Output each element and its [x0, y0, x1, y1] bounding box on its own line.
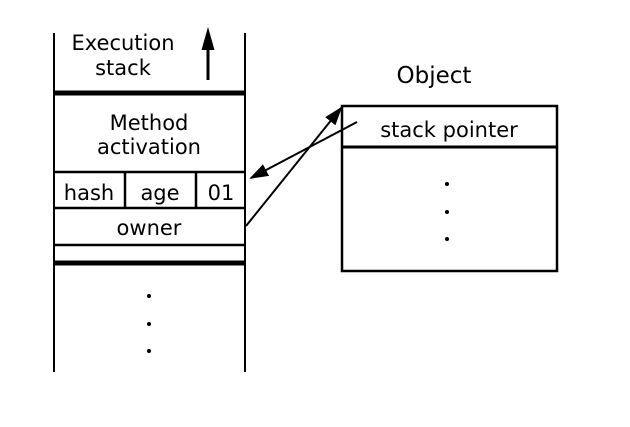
- stack-title-line1: Execution: [71, 31, 174, 55]
- stack-title-line2: stack: [95, 56, 152, 80]
- stack-pointer-to-frame-arrow: [249, 121, 358, 179]
- method-activation-line1: Method: [110, 111, 189, 135]
- ellipsis-dot: [147, 322, 151, 326]
- stack-pointer-cell: stack pointer: [380, 118, 518, 142]
- method-activation-line2: activation: [97, 135, 201, 159]
- up-arrow-icon: [201, 27, 215, 80]
- ellipsis-dot: [445, 210, 449, 214]
- owner-cell: owner: [117, 216, 182, 240]
- owner-to-object-arrow: [245, 106, 343, 227]
- object-outline: [340, 104, 559, 273]
- object-vertical-ellipsis: [445, 182, 449, 241]
- object-title: Object: [397, 63, 472, 89]
- ellipsis-dot: [147, 349, 151, 353]
- mark-bits-cell: 01: [208, 181, 235, 205]
- stack-vertical-ellipsis: [147, 294, 151, 353]
- ellipsis-dot: [445, 237, 449, 241]
- hash-cell: hash: [64, 181, 114, 205]
- execution-stack: Execution stack Method activation hash a…: [53, 27, 246, 372]
- ellipsis-dot: [147, 294, 151, 298]
- ellipsis-dot: [445, 182, 449, 186]
- age-cell: age: [140, 181, 179, 205]
- object-box: Object stack pointer: [340, 63, 559, 273]
